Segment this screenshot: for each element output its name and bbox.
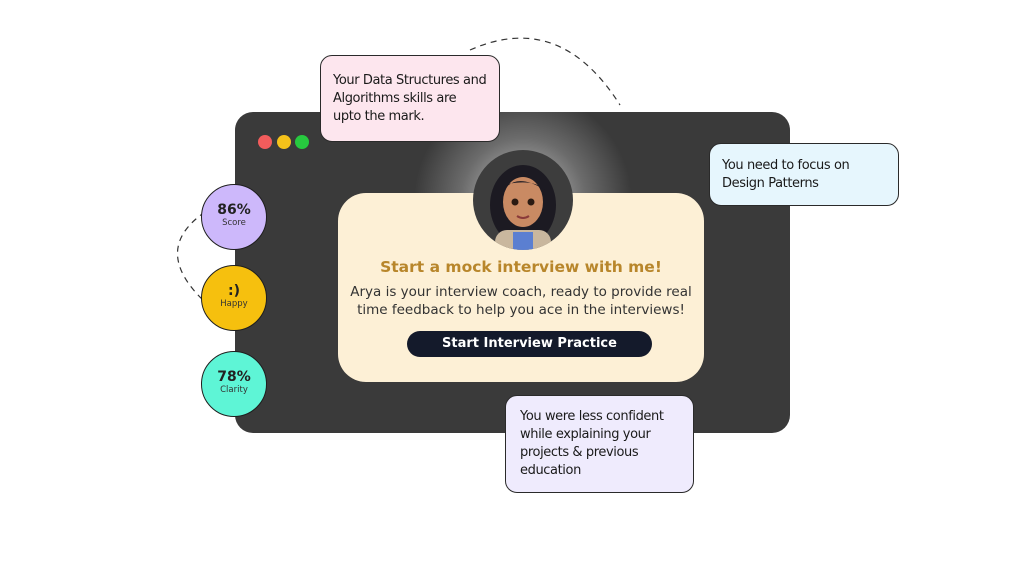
maximize-window-dot[interactable] [295, 135, 309, 149]
stat-score: 86% Score [201, 184, 267, 250]
avatar [473, 150, 573, 250]
stat-clarity: 78% Clarity [201, 351, 267, 417]
feedback-bubble-confidence: You were less confident while explaining… [505, 395, 694, 493]
feedback-bubble-dsa: Your Data Structures and Algorithms skil… [320, 55, 500, 142]
stat-value: :) [228, 283, 240, 299]
close-window-dot[interactable] [258, 135, 272, 149]
feedback-bubble-design: You need to focus on Design Patterns [709, 143, 899, 206]
description-line: Arya is your interview coach, ready to p… [350, 284, 692, 300]
stat-happy: :) Happy [201, 265, 267, 331]
stat-label: Happy [220, 299, 248, 309]
start-interview-button[interactable]: Start Interview Practice [407, 331, 652, 357]
stat-value: 86% [217, 202, 251, 218]
stat-label: Score [222, 218, 246, 228]
card-title: Start a mock interview with me! [380, 258, 662, 276]
coach-avatar-icon [490, 165, 556, 250]
description-line: time feedback to help you ace in the int… [357, 302, 685, 318]
card-description: Arya is your interview coach, ready to p… [338, 283, 704, 319]
stat-label: Clarity [220, 385, 248, 395]
stat-value: 78% [217, 369, 251, 385]
minimize-window-dot[interactable] [277, 135, 291, 149]
